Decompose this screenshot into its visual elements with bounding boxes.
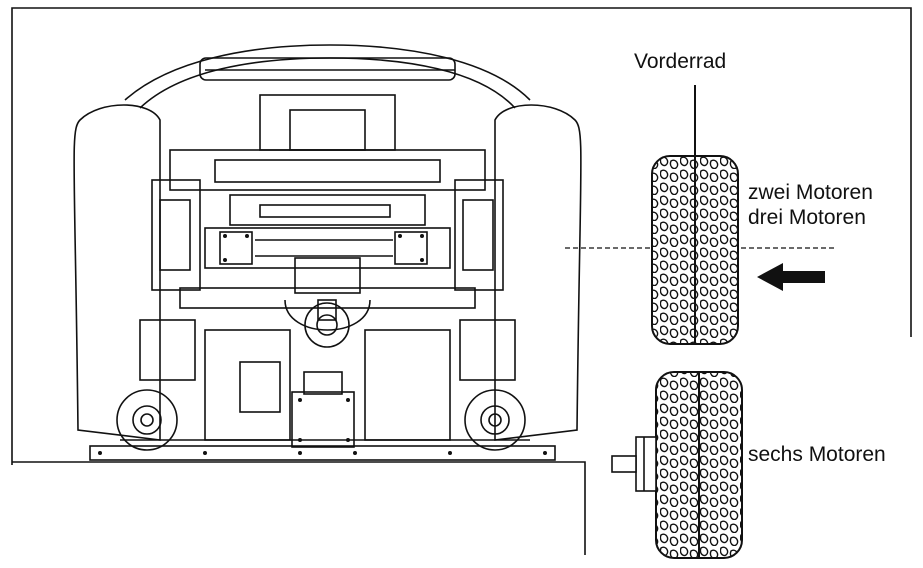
machine-rear-view [73,44,582,461]
six-motors-label: sechs Motoren [748,443,886,466]
wheel-hub-adapter [611,436,657,492]
two-motors-label: zwei Motoren [748,181,873,204]
machine-details [98,234,547,455]
arrow-left-icon [757,263,825,291]
wheel-six-motors [611,371,743,559]
three-motors-label: drei Motoren [748,206,866,229]
front-wheel-top [651,85,739,345]
frame-lines [11,7,912,555]
front-wheel-label: Vorderrad [634,50,727,73]
